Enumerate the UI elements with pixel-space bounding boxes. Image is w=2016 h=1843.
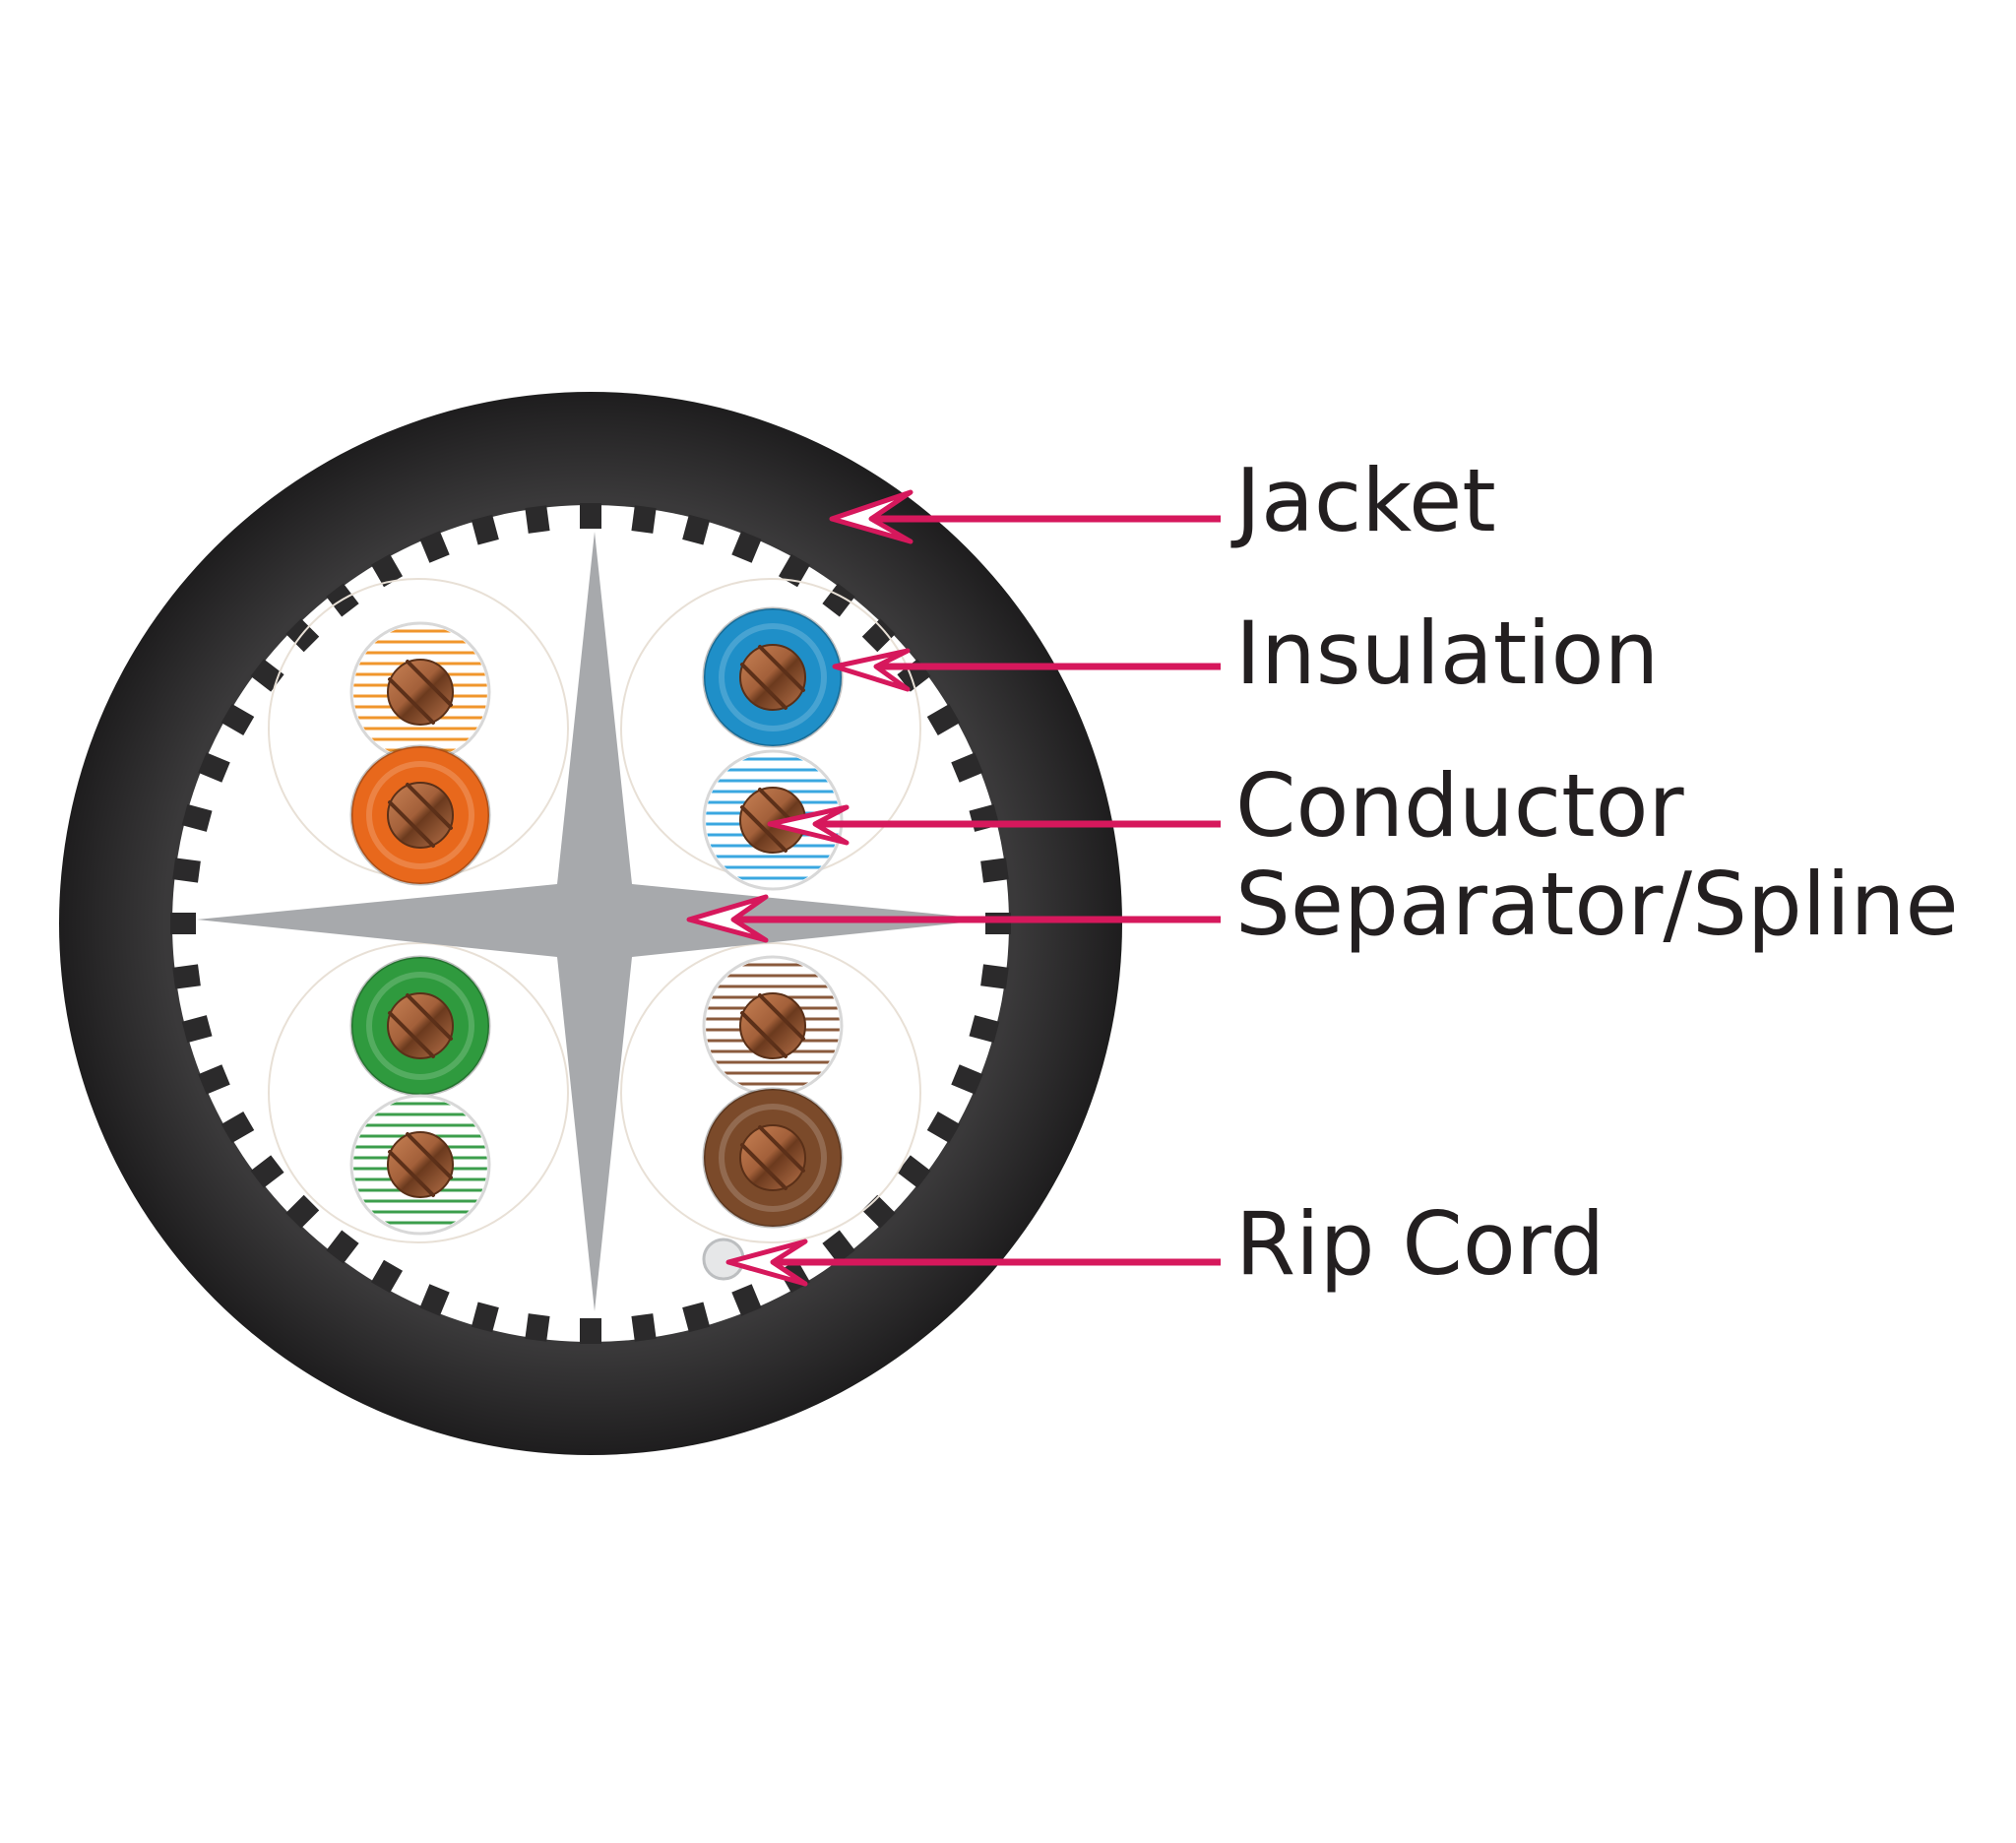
jacket-tooth bbox=[951, 1064, 983, 1095]
conductor-white-green bbox=[387, 1131, 454, 1198]
insulation-label: Insulation bbox=[1235, 603, 1660, 704]
insulation-highlight bbox=[366, 972, 474, 1080]
separator-arrow bbox=[686, 894, 1221, 943]
conductor-strand-line bbox=[406, 660, 453, 707]
jacket-tooth bbox=[419, 1284, 450, 1316]
conductor-strand-line bbox=[740, 1011, 788, 1058]
jacket-tooth bbox=[370, 553, 404, 588]
conductor-strand-line bbox=[406, 1132, 453, 1179]
conductor-white-orange bbox=[387, 659, 454, 726]
rip-cord-arrow bbox=[725, 1239, 1221, 1287]
conductor-arrow bbox=[767, 804, 1221, 846]
jacket-tooth bbox=[731, 531, 762, 563]
separator-spline bbox=[197, 532, 992, 1311]
wire-blue bbox=[702, 606, 844, 748]
jacket-tooth bbox=[951, 752, 983, 783]
jacket-tooth bbox=[926, 703, 961, 736]
insulation-highlight bbox=[366, 761, 474, 869]
jacket-tooth bbox=[172, 964, 201, 989]
jacket-tooth bbox=[471, 1302, 499, 1333]
jacket-label: Jacket bbox=[1235, 450, 1496, 551]
insulation-arrow bbox=[832, 648, 1221, 692]
jacket-tooth bbox=[969, 1015, 1000, 1044]
jacket-tooth bbox=[172, 858, 201, 883]
conductor-orange bbox=[387, 782, 454, 849]
jacket-tooth bbox=[897, 1155, 931, 1188]
wire-orange bbox=[349, 744, 491, 886]
jacket-tooth bbox=[822, 1230, 855, 1264]
jacket-tooth bbox=[181, 1015, 213, 1044]
jacket-tooth bbox=[980, 964, 1009, 989]
conductor-brown bbox=[739, 1124, 806, 1191]
jacket-tooth bbox=[419, 531, 450, 563]
jacket-tooth bbox=[631, 505, 657, 534]
conductor-strand-line bbox=[406, 993, 453, 1041]
conductor-blue bbox=[739, 644, 806, 711]
jacket-tooth bbox=[580, 1318, 601, 1344]
jacket-tooth bbox=[220, 703, 255, 736]
jacket-tooth bbox=[980, 858, 1009, 883]
separator-label: Separator/Spline bbox=[1235, 854, 1959, 955]
jacket-tooth bbox=[198, 752, 230, 783]
jacket-tooth bbox=[985, 913, 1011, 934]
jacket-arrow bbox=[829, 489, 1221, 544]
jacket-tooth bbox=[822, 583, 855, 617]
insulation-highlight bbox=[719, 623, 827, 731]
jacket-tooth bbox=[631, 1313, 657, 1342]
conductor-strand-line bbox=[740, 663, 788, 710]
conductor-label: Conductor bbox=[1235, 755, 1684, 857]
rip-cord-label: Rip Cord bbox=[1235, 1193, 1606, 1295]
conductor-strand-line bbox=[388, 677, 435, 725]
jacket-tooth bbox=[170, 913, 196, 934]
jacket-tooth bbox=[682, 514, 711, 545]
jacket-tooth bbox=[370, 1259, 404, 1294]
conductor-strand-line bbox=[406, 783, 453, 830]
conductor-strand-line bbox=[388, 800, 435, 848]
jacket-tooth bbox=[285, 1194, 320, 1229]
conductor-strand-line bbox=[758, 993, 805, 1041]
jacket-tooth bbox=[326, 1230, 359, 1264]
jacket-tooth bbox=[861, 618, 896, 653]
jacket-tooth bbox=[682, 1302, 711, 1333]
wire-white-brown bbox=[702, 955, 844, 1097]
conductor-strand-line bbox=[758, 1125, 805, 1173]
conductor-white-brown bbox=[739, 992, 806, 1059]
conductor-strand-line bbox=[388, 1150, 435, 1197]
jacket-tooth bbox=[525, 505, 550, 534]
jacket-tooth bbox=[198, 1064, 230, 1095]
jacket-tooth bbox=[220, 1111, 255, 1144]
jacket-tooth bbox=[731, 1284, 762, 1316]
conductor-strand-line bbox=[758, 645, 805, 692]
wire-brown bbox=[702, 1087, 844, 1229]
pair-boundary-bottom-right bbox=[620, 942, 921, 1243]
conductor-strand-line bbox=[388, 1011, 435, 1058]
jacket-tooth bbox=[525, 1313, 550, 1342]
wire-white-orange bbox=[349, 621, 491, 763]
wire-green bbox=[349, 955, 491, 1097]
jacket-tooth bbox=[250, 1155, 284, 1188]
jacket-tooth bbox=[181, 803, 213, 832]
jacket-tooth bbox=[471, 514, 499, 545]
jacket-teeth bbox=[170, 503, 1011, 1344]
jacket-tooth bbox=[580, 503, 601, 529]
pair-boundary-bottom-left bbox=[268, 942, 569, 1243]
conductor-strand-line bbox=[740, 1143, 788, 1190]
conductor-green bbox=[387, 992, 454, 1059]
jacket-tooth bbox=[926, 1111, 961, 1144]
conductor-strand-line bbox=[740, 805, 788, 853]
wire-white-green bbox=[349, 1094, 491, 1236]
insulation-highlight bbox=[719, 1104, 827, 1212]
